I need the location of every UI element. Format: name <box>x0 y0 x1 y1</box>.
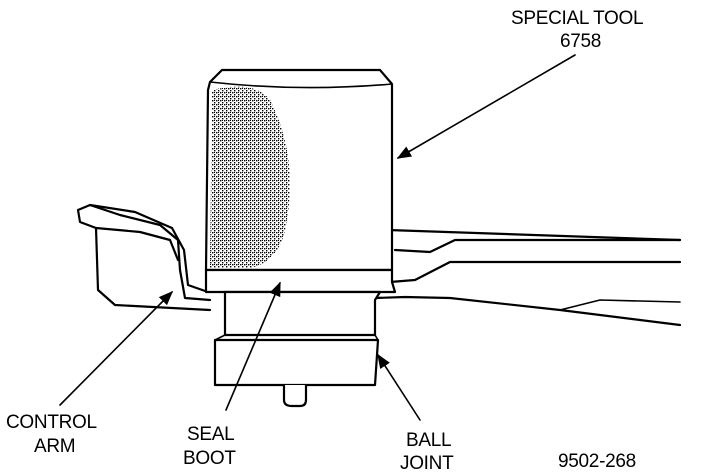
labels: SPECIAL TOOL 6758 CONTROL ARM SEAL BOOT … <box>6 8 644 474</box>
ball-joint-body <box>213 290 382 408</box>
special-tool-6758 <box>204 68 397 294</box>
arrow-control-arm <box>59 290 174 406</box>
label-seal-boot-line2: BOOT <box>183 448 236 469</box>
control-arm <box>76 203 682 327</box>
arrow-ball-joint <box>377 353 421 421</box>
label-control-arm-line2: ARM <box>34 436 75 457</box>
label-control-arm-line1: CONTROL <box>6 412 97 433</box>
leader-arrows <box>59 54 576 421</box>
label-ball-joint-line2: JOINT <box>400 453 454 474</box>
tool-shading <box>210 86 290 269</box>
figure-number: 9502-268 <box>558 451 636 472</box>
arrow-special-tool <box>396 54 576 159</box>
arrow-seal-boot <box>225 281 281 411</box>
label-seal-boot-line1: SEAL <box>187 424 234 445</box>
label-special-tool-line1: SPECIAL TOOL <box>511 8 643 29</box>
label-special-tool-line2: 6758 <box>560 31 601 52</box>
label-ball-joint-line1: BALL <box>406 430 451 451</box>
